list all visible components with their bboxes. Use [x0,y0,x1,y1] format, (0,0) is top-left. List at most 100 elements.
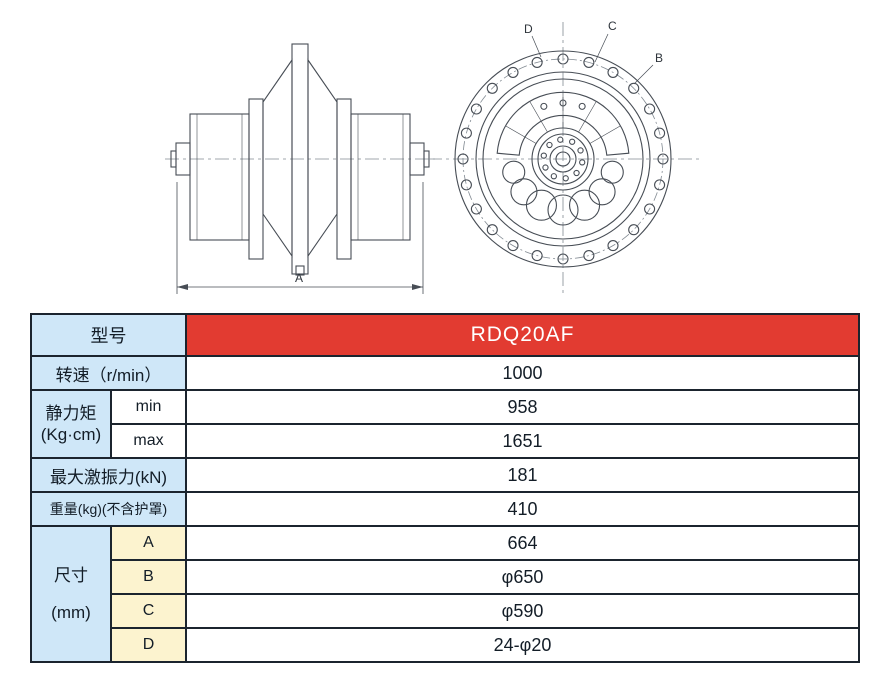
bolt-hole [657,153,669,165]
hub-bolt-hole [546,141,553,149]
left-flange [248,98,264,260]
table-row: B φ650 [31,559,860,595]
hub-bolt-hole [550,173,557,180]
bolt-hole [557,253,569,265]
dim-c-label-cell: C [110,593,187,629]
bolt-hole [460,127,472,139]
weight-label-cell: 重量(kg)(不含护罩) [30,491,187,527]
technical-drawings: A D C B [165,19,700,296]
bolt-hole [654,179,666,191]
side-view-drawing: A [165,43,435,294]
bolt-hole [583,56,595,68]
left-shaft-end [170,150,177,168]
bolt-hole [486,82,498,94]
hub-bolt-hole [579,159,586,166]
dim-label-a: A [295,271,303,285]
excitation-force-value-cell: 181 [185,457,860,493]
speed-value-cell: 1000 [185,355,860,391]
dim-b-label-cell: B [110,559,187,595]
weight-hole [510,178,538,206]
dim-d-value-cell: 24-φ20 [185,627,860,663]
band-slot [578,101,597,133]
spec-table: 型号 RDQ20AF 转速（r/min） 1000 静力矩 (Kg·cm) mi… [30,313,860,663]
weight-hole [588,178,616,206]
table-row: 静力矩 (Kg·cm) min 958 [30,389,860,459]
bolt-hole [531,56,543,68]
static-moment-max-value-cell: 1651 [185,423,860,459]
bolt-hole [557,53,569,65]
table-row: D 24-φ20 [31,627,860,663]
bolt-hole [457,153,469,165]
hub-bolt-hole [577,147,584,154]
dim-d-label-cell: D [110,627,187,663]
excitation-force-label-cell: 最大激振力(kN) [30,457,187,493]
bolt-hole [507,66,519,78]
weight-hole [569,189,601,221]
static-moment-label-cell: 静力矩 (Kg·cm) [30,389,112,459]
bolt-hole [607,240,619,252]
hub-bolt-hole [542,164,549,171]
dim-c-value-cell: φ590 [185,593,860,629]
table-row: 转速（r/min） 1000 [30,355,860,391]
static-moment-max-cell: max [110,423,187,459]
bolt-hole [607,66,619,78]
guard-circle [475,71,651,247]
table-row: max 1651 [31,423,860,459]
band-slot [589,125,621,144]
label-d: D [524,22,533,36]
disc-plug [295,265,305,276]
weight-value-cell: 410 [185,491,860,527]
hub-bolt-hole [573,169,580,177]
outer-flange-circle [454,50,672,268]
static-moment-min-value-cell: 958 [185,389,860,425]
bolt-pitch-circle [462,58,664,260]
label-b: B [655,51,663,65]
table-row: 最大激振力(kN) 181 [30,457,860,493]
front-view-holes [457,53,669,265]
bolt-hole [628,224,640,236]
label-c: C [608,19,617,33]
band-slot [529,101,548,133]
hub-inner [537,133,589,185]
shaft-bore-outer [549,145,577,173]
band-hole [540,102,548,110]
weight-hole [525,189,557,221]
dim-b-value-cell: φ650 [185,559,860,595]
bolt-hole [486,224,498,236]
right-drum [350,113,411,241]
bolt-hole [654,127,666,139]
bolt-hole [644,203,656,215]
band-hole [559,99,567,107]
hub-bolt-hole [562,175,569,182]
counterweight-band [496,91,630,156]
left-cone [262,58,293,258]
band-hole [578,102,586,110]
front-view-drawing: D C B [428,19,700,296]
weight-hole [547,194,579,226]
right-cone [307,58,338,258]
inner-flange-circle [482,78,644,240]
weight-hole [600,160,624,184]
static-moment-min-cell: min [110,389,187,425]
weight-hole [502,160,526,184]
bolt-hole [583,250,595,262]
bolt-hole [644,103,656,115]
dimensions-label-cell: 尺寸 (mm) [30,525,112,663]
table-row: C φ590 [31,593,860,629]
bolt-hole [507,240,519,252]
model-label-cell: 型号 [30,313,187,357]
hub-bolt-hole [569,138,576,145]
table-row: 型号 RDQ20AF [30,313,860,357]
shaft-bore [555,151,571,167]
left-drum [189,113,250,241]
bolt-hole [628,82,640,94]
bolt-hole [470,203,482,215]
hub-bolt-hole [557,136,564,143]
table-row: 重量(kg)(不含护罩) 410 [30,491,860,527]
hub-bolt-hole [540,152,547,159]
speed-label-cell: 转速（r/min） [30,355,187,391]
dim-a-value-cell: 664 [185,525,860,561]
right-flange [336,98,352,260]
model-value-cell: RDQ20AF [185,313,860,357]
